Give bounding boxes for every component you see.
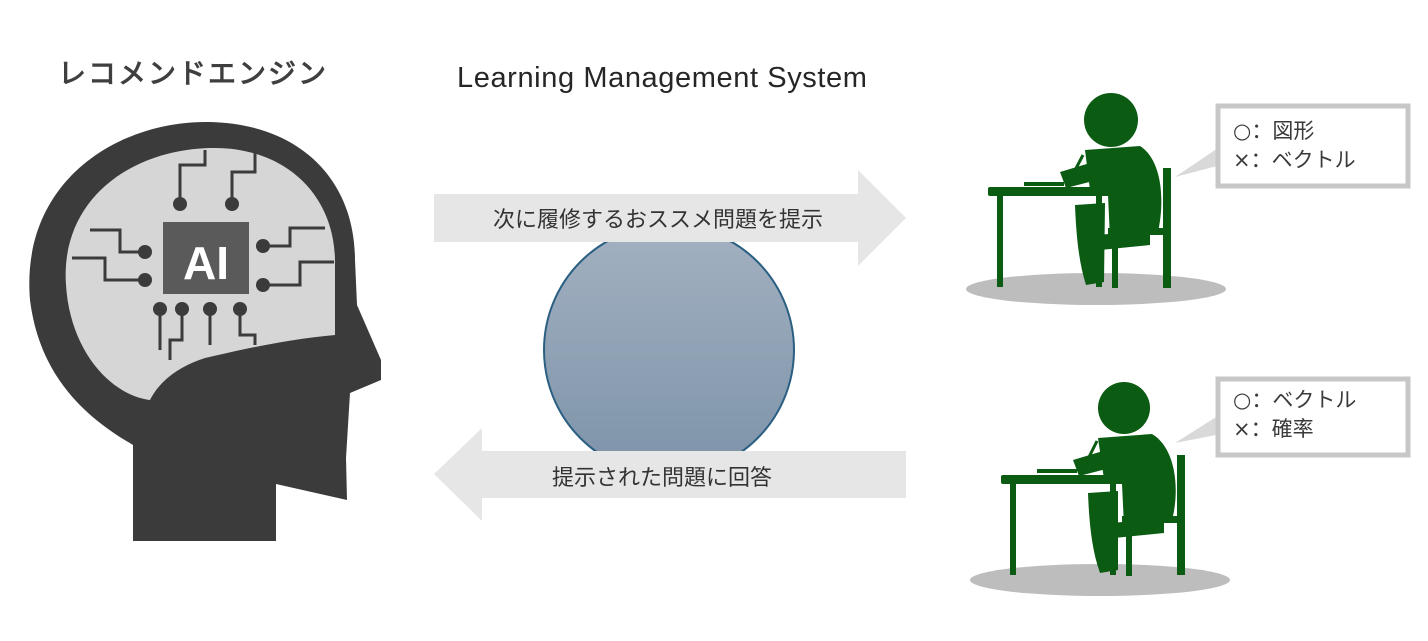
answer-arrow (434, 428, 906, 521)
bubble-2-text: ○：ベクトル ×：確率 (1233, 386, 1356, 444)
floor-shadow (966, 273, 1226, 305)
ai-chip (163, 222, 249, 294)
bubble-2-line-correct: ○：ベクトル (1233, 388, 1357, 412)
recommend-arrow (434, 170, 906, 266)
ai-chip-label: AI (183, 237, 229, 289)
bubble-2-line-wrong: ×：確率 (1233, 417, 1314, 441)
engine-title: レコメンドエンジン (58, 57, 329, 90)
bubble-1-line-correct: ○：図形 (1233, 119, 1315, 143)
bubble-1-line-wrong: ×：ベクトル (1233, 148, 1356, 172)
bubble-1-text: ○：図形 ×：ベクトル (1233, 117, 1356, 175)
student-1-icon (966, 93, 1226, 305)
floor-shadow (970, 564, 1230, 596)
ai-head-icon: AI (29, 121, 382, 541)
speech-bubble-2 (1175, 376, 1411, 458)
lms-sphere (543, 224, 795, 476)
student-2-icon (970, 382, 1230, 596)
circuit-nodes (138, 197, 270, 316)
lms-title: Learning Management System (457, 62, 868, 94)
speech-bubble-1 (1175, 103, 1411, 189)
recommend-arrow-label: 次に履修するおススメ問題を提示 (493, 208, 824, 233)
answer-arrow-label: 提示された問題に回答 (552, 466, 773, 491)
